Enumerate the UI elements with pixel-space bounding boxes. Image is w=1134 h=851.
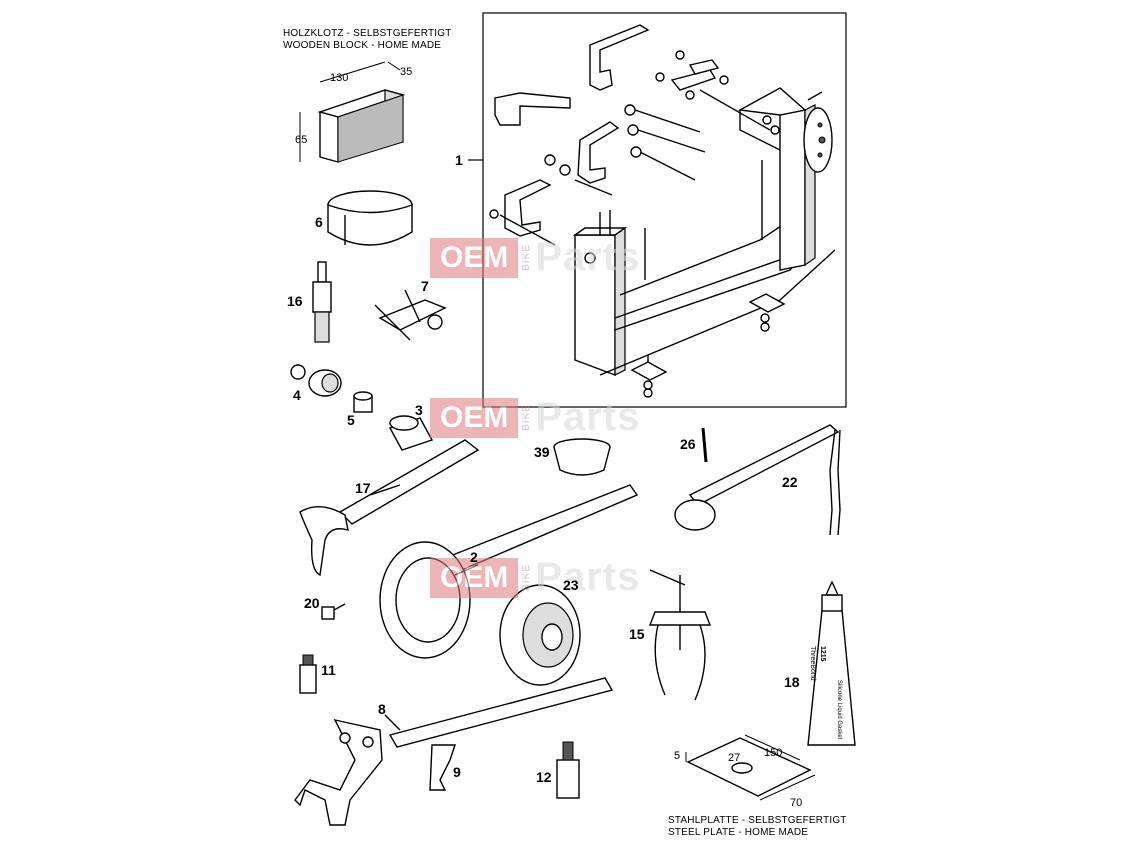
- engine-stand-illustration: [489, 24, 836, 398]
- part-8-9-illustration: [294, 677, 614, 826]
- puller-16-illustration: [312, 261, 332, 343]
- sleeve-3-illustration: [388, 415, 434, 451]
- puller-15-illustration: [648, 569, 712, 701]
- part-number-7: 7: [421, 278, 429, 294]
- part-number-26: 26: [680, 436, 696, 452]
- steel-plate-illustration: [685, 734, 816, 801]
- flywheel-23-illustration: [499, 584, 581, 686]
- part-number-6: 6: [315, 214, 323, 230]
- wooden-block-note-de: HOLZKLOTZ - SELBSTGEFERTIGT: [283, 28, 452, 39]
- part-number-16: 16: [287, 293, 303, 309]
- tube-label-brand: ThreeBond: [809, 646, 816, 681]
- plate-width-dim: 70: [790, 797, 803, 809]
- part-number-23: 23: [563, 577, 579, 593]
- wrench-17-illustration: [299, 439, 480, 577]
- part-4-5-illustration: [290, 364, 373, 413]
- tube-18-illustration: [807, 580, 856, 746]
- block-height-dim: 65: [295, 134, 308, 146]
- pin-26-illustration: [701, 427, 708, 463]
- part-number-9: 9: [453, 764, 461, 780]
- block-length-dim: 130: [330, 72, 349, 84]
- part-number-15: 15: [629, 626, 645, 642]
- tube-label-code: 1215: [819, 646, 826, 662]
- plate-length-dim: 150: [764, 747, 783, 759]
- part-number-3: 3: [415, 402, 423, 418]
- tube-label-desc: Silicone Liquid Gasket: [836, 680, 842, 740]
- part-number-11: 11: [321, 662, 336, 678]
- wooden-block-note-en: WOODEN BLOCK - HOME MADE: [283, 40, 442, 51]
- block-depth-dim: 35: [400, 66, 413, 78]
- steel-plate-note-en: STEEL PLATE - HOME MADE: [668, 827, 809, 838]
- ring-illustration: [327, 190, 413, 246]
- part-1-frame: [482, 12, 847, 408]
- part-number-17: 17: [355, 480, 371, 496]
- part-number-8: 8: [378, 701, 386, 717]
- part-number-22: 22: [782, 474, 798, 490]
- part-number-2: 2: [470, 549, 478, 565]
- tool-7-illustration: [374, 289, 447, 341]
- cup-39-illustration: [553, 438, 611, 476]
- part-number-12: 12: [536, 769, 552, 785]
- tube-label: ThreeBond 1215 Silicone Liquid Gasket: [809, 640, 852, 740]
- wooden-block-illustration: [299, 61, 406, 163]
- part-number-4: 4: [293, 387, 301, 403]
- part-number-39: 39: [534, 444, 550, 460]
- plate-hole-dim: 27: [728, 752, 741, 764]
- part-number-1: 1: [455, 152, 463, 168]
- plate-thickness-dim: 5: [674, 750, 681, 762]
- chain-holder-22-illustration: [674, 424, 841, 536]
- small-parts-illustration: [299, 603, 580, 799]
- part-number-18: 18: [784, 674, 800, 690]
- part-number-5: 5: [347, 412, 355, 428]
- steel-plate-note-de: STAHLPLATTE - SELBSTGEFERTIGT: [668, 815, 847, 826]
- part-number-20: 20: [304, 595, 320, 611]
